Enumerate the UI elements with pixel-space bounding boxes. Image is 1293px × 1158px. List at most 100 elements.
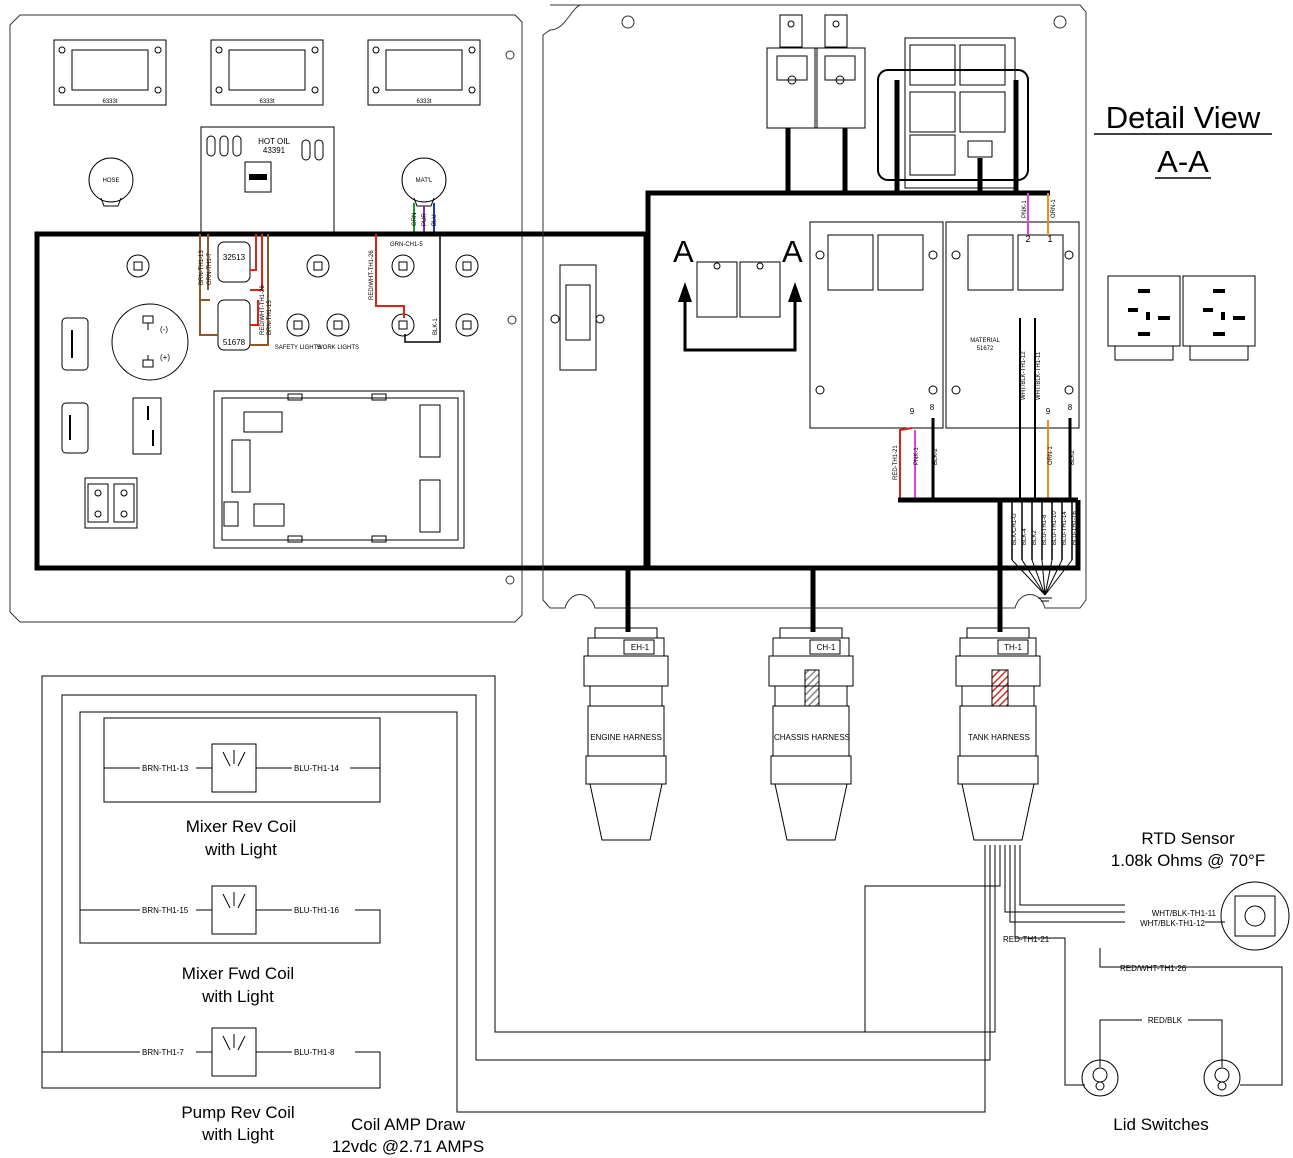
hose-label: HOSE: [102, 178, 119, 184]
display-3: 6333t: [367, 39, 481, 106]
rtd-spec: 1.08k Ohms @ 70°F: [1111, 851, 1265, 870]
coil-2-right: BLU-TH1-16: [294, 906, 339, 915]
relay-32513: 32513: [217, 241, 251, 283]
work-lights-label: WORK LIGHTS: [317, 345, 359, 351]
fuse-panel-right: MATERIAL 51672 2 1 9 8: [945, 221, 1080, 429]
wire-red-wht-th1-26-b: RED/WHT-TH1-26: [369, 250, 375, 300]
ch-name: CHASSIS HARNESS: [774, 733, 850, 742]
pin-8: 8: [1068, 403, 1073, 412]
wire-blk-1: BLK-1: [433, 318, 439, 335]
right-panel: A A 9 8 MATERIAL 51672 2 1: [542, 4, 1087, 632]
rtd-wire-2: WHT/BLK-TH1-12: [1140, 919, 1205, 928]
pin-8: 8: [930, 403, 935, 412]
control-board: [213, 390, 465, 549]
coil-schematic: BRN-TH1-13 BLU-TH1-14 Mixer Rev Coil wit…: [41, 675, 1125, 1156]
switch-knob: [126, 254, 150, 278]
coil-1-name: Mixer Rev Coil: [186, 817, 297, 836]
wire-wht-blk-th1-11: WHT/BLK-TH1-11: [1036, 351, 1042, 400]
duplex-outlet: [84, 477, 138, 529]
wire-pnk-1b: PNK-1: [914, 447, 920, 465]
switch-knob: [455, 254, 479, 278]
th-name: TANK HARNESS: [968, 733, 1030, 742]
lid-red-th1-21: RED-TH1-21: [1003, 935, 1050, 944]
wire-orn-1b: ORN-1: [1048, 446, 1054, 465]
lid-switches: RED-TH1-21 RED/WHT-TH1-26 RED/BLK Lid Sw…: [1003, 935, 1283, 1134]
plug-pos: (+): [160, 353, 170, 362]
left-panel: 6333t 6333t 6333t HOT OIL 43391: [9, 14, 649, 623]
lid-switch-2: [1203, 1059, 1241, 1097]
detail-view-heading: Detail View A-A: [1094, 100, 1272, 179]
section-mark-a-left: A: [673, 234, 694, 269]
wire-blk2: BLK2: [1070, 450, 1076, 465]
display-label: 6333t: [102, 99, 117, 105]
amp-draw-line2: 12vdc @2.71 AMPS: [332, 1137, 484, 1156]
matl-label: MAT'L: [416, 178, 433, 184]
panel-relay: [550, 264, 605, 371]
bus-wire-label: BLK2: [1032, 530, 1038, 545]
material-label: MATERIAL: [970, 338, 1000, 344]
connector-tank-harness: TH-1 TANK HARNESS: [955, 627, 1041, 841]
coil-2-sub: with Light: [201, 987, 274, 1006]
hose-gauge: HOSE: [88, 157, 134, 207]
pin-1: 1: [1047, 234, 1052, 244]
wire-grn-ch1-5: GRN-CH1-5: [390, 242, 423, 248]
display-label: 6333t: [259, 99, 274, 105]
hot-oil-label: HOT OIL: [258, 137, 290, 146]
rtd-wire-1: WHT/BLK-TH1-11: [1152, 909, 1217, 918]
switch-knob: WORK LIGHTS: [317, 313, 359, 351]
bus-wire-label: BLU-TH1-16: [1072, 511, 1078, 545]
hot-oil-module: HOT OIL 43391: [200, 126, 335, 233]
coil-3-name: Pump Rev Coil: [181, 1103, 294, 1122]
switch-knob: [455, 313, 479, 337]
wire-red-wht-th1-26: RED/WHT-TH1-26: [260, 285, 266, 335]
switch-knob: [391, 254, 415, 278]
wire-wht-blk-th1-12: WHT/BLK-TH1-12: [1021, 351, 1027, 400]
wire-blk-2: BLK-2: [933, 448, 939, 465]
lid-switch-1: [1081, 1059, 1119, 1097]
coil-1-right: BLU-TH1-14: [294, 764, 339, 773]
bus-wire-label: BLK-4: [1022, 528, 1028, 545]
relay-block: [877, 37, 1029, 189]
wire-brn-th1-13: BRN-TH1-13: [199, 250, 205, 285]
pin-9: 9: [910, 407, 915, 416]
wire-grn-th1-7: GRN-TH1-7: [207, 252, 213, 285]
bus-wire-label: BLU-TH1-10: [1052, 511, 1058, 545]
bus-wire-label: BLU-TH1-14: [1062, 511, 1068, 545]
detail-view-title: Detail View: [1106, 100, 1261, 135]
relay-a-number: 32513: [223, 253, 246, 262]
bus-wire-bundle: BLK/CH1-G BLK-4 BLK2 BLU-TH1-8 BLU-TH1-1…: [1011, 500, 1078, 602]
amp-draw-line1: Coil AMP Draw: [351, 1115, 466, 1134]
lid-red-blk: RED/BLK: [1148, 1016, 1183, 1025]
eh-tag: EH-1: [631, 643, 650, 652]
coil-2-left: BRN-TH1-15: [142, 906, 189, 915]
bus-wire-label: BLK/CH1-G: [1012, 513, 1018, 545]
rtd-title: RTD Sensor: [1141, 829, 1235, 848]
coil-3-left: BRN-TH1-7: [142, 1048, 184, 1057]
ch-tag: CH-1: [817, 643, 836, 652]
pin-9: 9: [1046, 407, 1051, 416]
wire-blu: BLU: [432, 214, 438, 226]
plug-neg: (-): [160, 325, 168, 334]
top-relay-left: [766, 14, 818, 129]
connector-chassis-harness: CH-1 CHASSIS HARNESS: [768, 627, 854, 841]
relay-socket-2: [1182, 275, 1256, 361]
matl-gauge: MAT'L: [401, 157, 447, 207]
coil-1-sub: with Light: [204, 840, 277, 859]
lid-switches-label: Lid Switches: [1113, 1115, 1208, 1134]
relay-51678: 51678: [217, 299, 251, 351]
switch-knob: [306, 254, 330, 278]
relay-socket-1: [1107, 275, 1181, 361]
coil-2-name: Mixer Fwd Coil: [182, 964, 294, 983]
wire-orn-1: ORN-1: [1051, 199, 1057, 218]
safety-lights-label: SAFETY LIGHTS: [275, 345, 322, 351]
coil-1-left: BRN-TH1-13: [142, 764, 189, 773]
coil-3-right: BLU-TH1-8: [294, 1048, 335, 1057]
display-2: 6333t: [210, 39, 324, 106]
bus-wire-label: BLU-TH1-8: [1042, 514, 1048, 545]
wire-brn-th1-15: BRN-TH1-15: [267, 300, 273, 335]
power-outlet: (-) (+): [111, 303, 189, 381]
pin-2: 2: [1025, 234, 1030, 244]
display-label: 6333t: [416, 99, 431, 105]
wire-red-th1-21: RED-TH1-21: [893, 445, 899, 480]
relay-b-number: 51678: [223, 338, 246, 347]
